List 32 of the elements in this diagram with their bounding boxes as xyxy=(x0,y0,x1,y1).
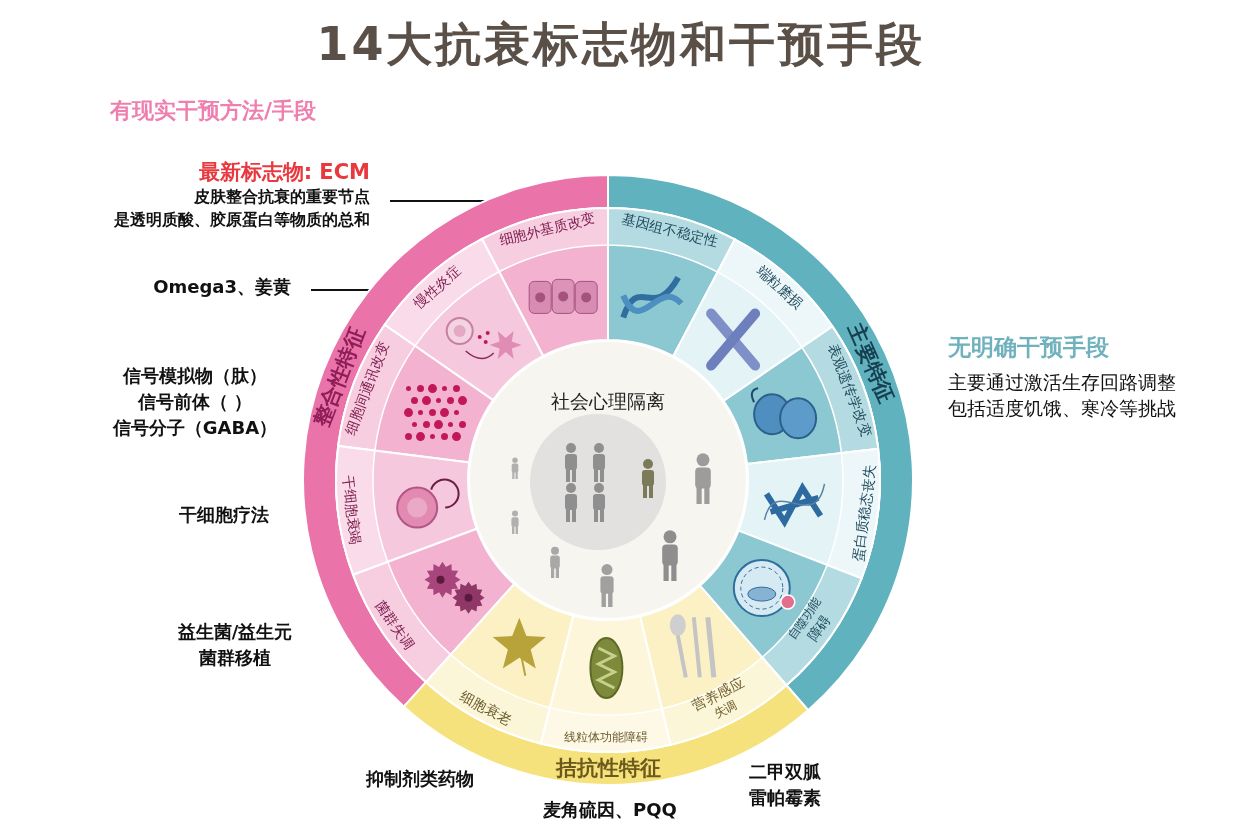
annotation-text: 主要通过激活生存回路调整 xyxy=(948,372,1176,394)
annotation-text: 是透明质酸、胶原蛋白等物质的总和 xyxy=(114,210,370,229)
sector-label: 蛋白质稳态丧失 xyxy=(849,463,879,563)
section-heading: 有现实干预方法/手段 xyxy=(110,98,317,124)
sector-label: 干细胞衰竭 xyxy=(339,474,364,546)
sector-label: 细胞外基质改变 xyxy=(497,209,596,249)
annotation-text: 信号模拟物（肽） xyxy=(121,366,268,387)
leader-line xyxy=(310,289,371,291)
band-label: 拮抗性特征 xyxy=(555,755,661,781)
annotation-text: 皮肤整合抗衰的重要节点 xyxy=(193,188,370,207)
annotation-text: 二甲双胍 xyxy=(748,762,822,783)
annotation-text: Omega3、姜黄 xyxy=(153,277,291,298)
annotation-text: 菌群移植 xyxy=(198,648,272,669)
annotation-text: 信号分子（GABA） xyxy=(111,418,279,439)
annotation-text: 抑制剂类药物 xyxy=(366,769,474,790)
sector-label: 线粒体功能障碍 xyxy=(563,730,648,746)
annotation-text: 信号前体（ ） xyxy=(136,392,254,413)
sector-label: 慢性炎症 xyxy=(411,261,464,312)
section-heading: 无明确干预手段 xyxy=(948,334,1109,361)
sector-label: 端粒磨损 xyxy=(753,262,806,313)
annotation-text: 干细胞疗法 xyxy=(178,505,270,526)
center-label: 社会心理隔离 xyxy=(551,391,665,413)
annotation-text: 雷帕霉素 xyxy=(748,788,822,809)
annotation-text: 包括适度饥饿、寒冷等挑战 xyxy=(948,398,1176,420)
sector-label: 基因组不稳定性 xyxy=(620,210,720,250)
sector-label: 细胞衰老 xyxy=(457,687,515,728)
sector-label: 菌群失调 xyxy=(372,597,417,653)
annotation-heading: 最新标志物: ECM xyxy=(197,160,370,185)
title: 14大抗衰标志物和干预手段 xyxy=(315,18,927,71)
annotation-text: 益生菌/益生元 xyxy=(176,622,294,643)
annotation-text: 麦角硫因、PQQ xyxy=(542,800,678,821)
leader-line xyxy=(389,200,486,202)
